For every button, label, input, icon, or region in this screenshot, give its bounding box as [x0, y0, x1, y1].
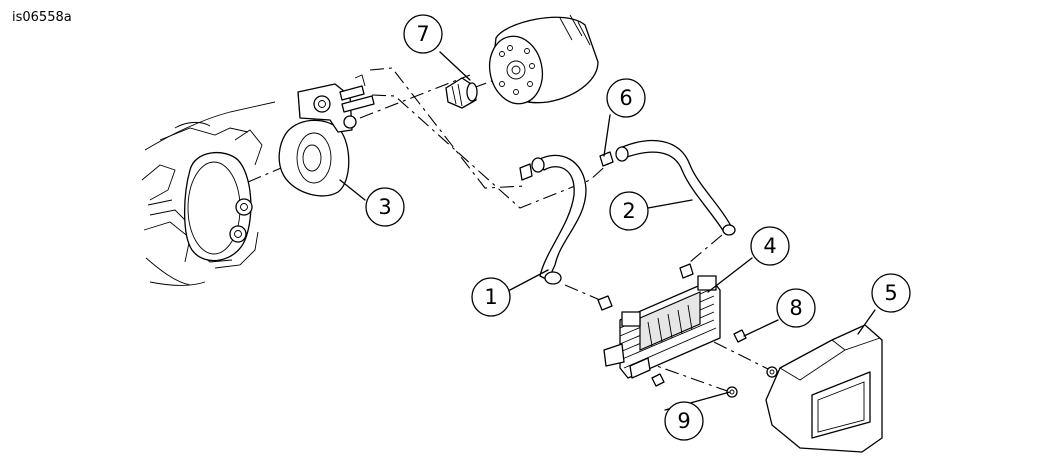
callout-1-label: 1	[484, 285, 497, 309]
callout-3: 3	[365, 187, 405, 227]
oil-cooler	[603, 275, 721, 379]
callout-8-label: 8	[789, 296, 802, 320]
callout-7-label: 7	[416, 22, 429, 46]
callout-2: 2	[609, 191, 649, 231]
oil-filter-canister	[488, 14, 599, 105]
oil-filter-adapter	[278, 74, 375, 197]
callout-8: 8	[776, 288, 816, 328]
callout-7: 7	[403, 14, 443, 54]
callout-1: 1	[471, 277, 511, 317]
assembly-lines	[247, 67, 771, 393]
callout-4: 4	[750, 226, 790, 266]
callout-5: 5	[871, 273, 911, 313]
callout-5-label: 5	[884, 281, 897, 305]
fasteners	[651, 329, 778, 398]
figure-reference-code: is06558a	[12, 10, 72, 25]
callout-2-label: 2	[622, 199, 635, 223]
callout-9: 9	[664, 401, 704, 441]
oil-hose-upper	[599, 139, 736, 279]
oil-hose-lower	[519, 154, 613, 311]
callout-3-label: 3	[378, 195, 391, 219]
callout-6-label: 6	[619, 86, 632, 110]
callout-4-label: 4	[763, 234, 776, 258]
cooler-guard	[765, 324, 883, 453]
callout-9-label: 9	[677, 409, 690, 433]
callout-6: 6	[606, 78, 646, 118]
threaded-adapter-fitting	[445, 77, 478, 109]
engine-crankcase	[141, 101, 276, 286]
